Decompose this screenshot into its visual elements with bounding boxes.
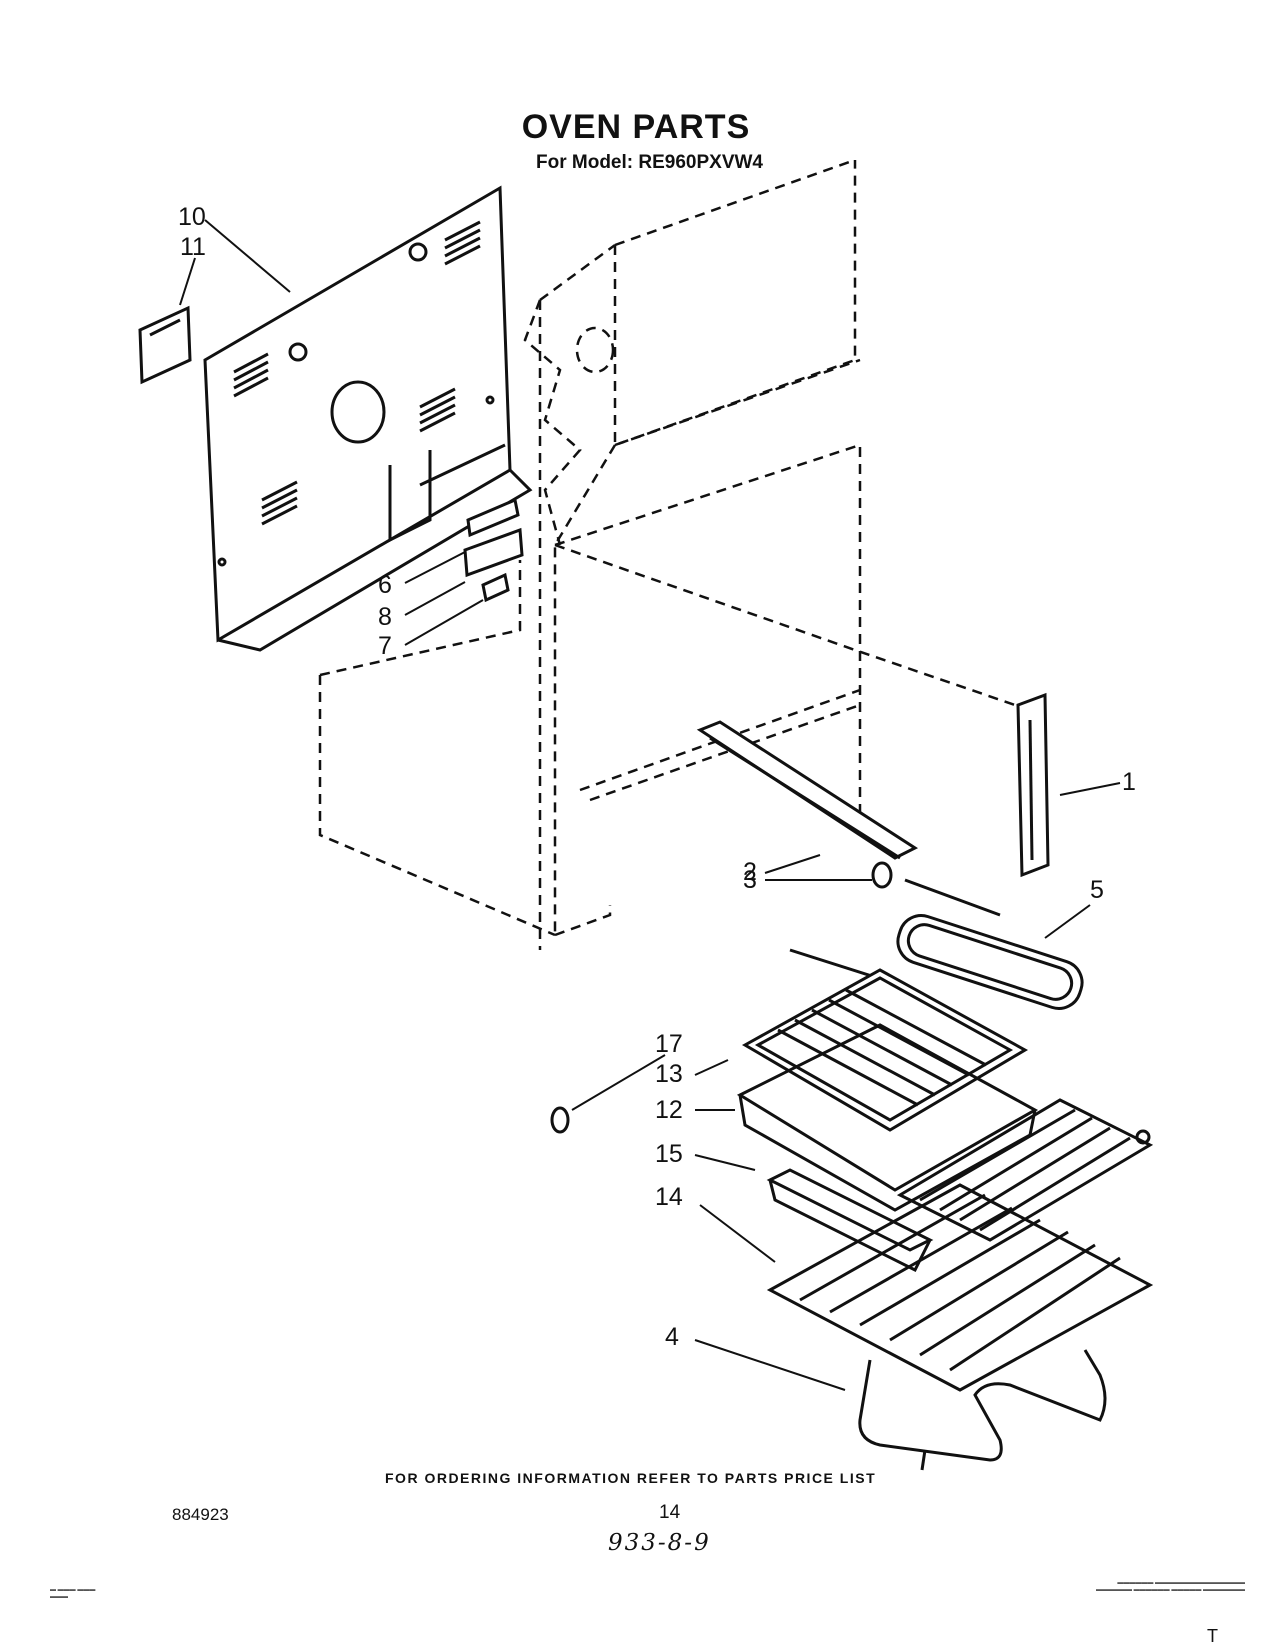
part-17-clip [550,1106,570,1134]
model-subtitle: For Model: RE960PXVW4 [536,152,763,173]
callout-2: 2 [743,858,757,886]
part-1-bracket [1016,692,1050,878]
control-components [463,497,524,603]
ordering-info: FOR ORDERING INFORMATION REFER TO PARTS … [385,1470,877,1486]
callout-10: 10 [178,203,206,231]
callout-8: 8 [378,603,392,631]
page-title: OVEN PARTS [521,108,751,146]
part-15-liner [766,1168,934,1273]
corner-mark: T [1207,1626,1218,1646]
part-12-broiler-pan [736,1023,1039,1212]
callout-labels: 10 11 6 8 7 1 2 3 5 17 13 12 15 14 4 [178,203,1136,1351]
handwritten-code: 933-8-9 [608,1530,711,1556]
part-2-rail [696,720,919,860]
callout-7: 7 [378,632,392,660]
callout-4: 4 [665,1323,679,1351]
small-print-right: ▬▬▬▬▬▬ ▬▬▬▬▬▬▬▬▬▬▬▬▬▬▬▬▬▬▬▬▬ ▬▬▬▬▬▬ ▬▬▬▬… [1095,1580,1245,1593]
callout-12: 12 [655,1096,683,1124]
callout-17: 17 [655,1030,683,1058]
page-number: 14 [659,1502,681,1523]
part-3-clip [871,861,893,889]
back-panel [203,185,533,652]
callout-11: 11 [180,233,206,261]
leader-lines [179,219,1121,1391]
callout-3: 3 [743,866,757,894]
document-number: 884923 [172,1505,229,1524]
callout-14: 14 [655,1183,683,1211]
callout-5: 5 [1090,876,1104,904]
cabinet-outline [318,158,1016,950]
part-4-bake-element [858,1349,1107,1471]
part-13-broiler-grid [741,968,1029,1132]
part-5-broil-element [789,878,1084,1010]
small-print-left: ▬ ▬▬▬ ▬▬▬▬▬▬ [50,1587,96,1600]
callout-1: 1 [1122,768,1136,796]
callout-13: 13 [655,1060,683,1088]
callout-15: 15 [655,1140,683,1168]
part-11-plate [138,305,192,385]
part-14-oven-racks [766,1098,1154,1392]
callout-6: 6 [378,571,392,599]
